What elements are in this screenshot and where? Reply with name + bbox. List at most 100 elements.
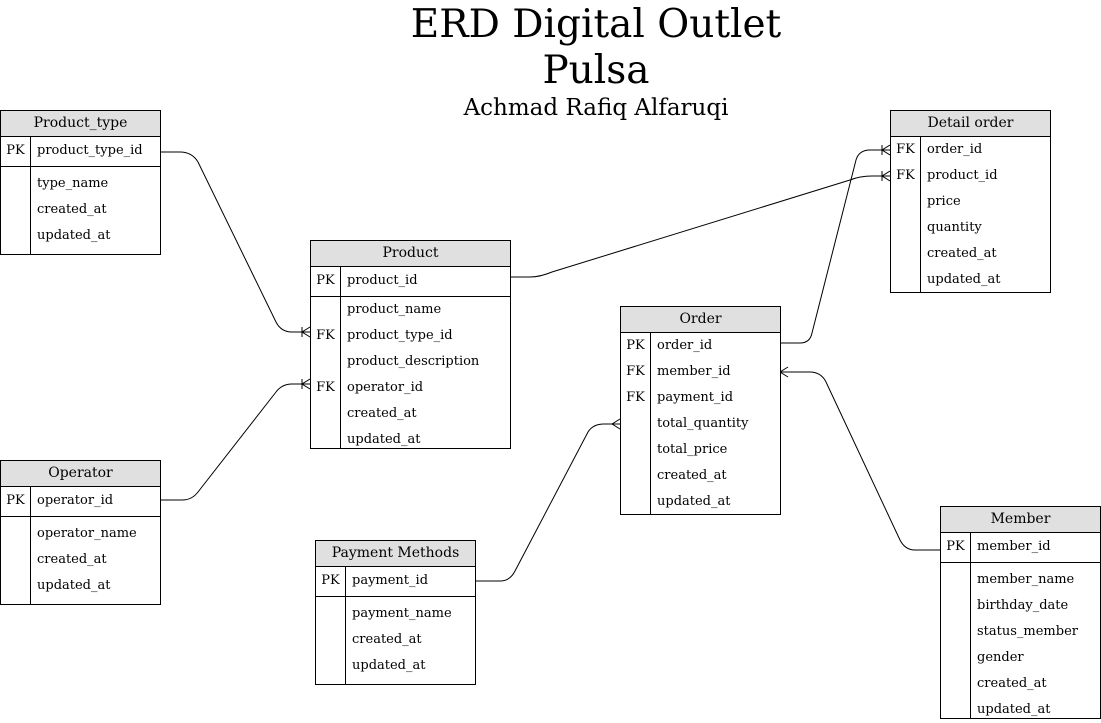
field-key: PK [316, 273, 335, 288]
field-row: updated_at [621, 489, 780, 515]
field-name: price [927, 194, 961, 209]
field-row: PK product_id [311, 267, 510, 297]
entity-member[interactable]: Member PK member_id member_name birthday… [940, 506, 1101, 719]
field-key: FK [316, 328, 335, 343]
field-row: quantity [891, 215, 1050, 241]
field-name: member_name [977, 572, 1075, 587]
relation-product-detail-order [510, 175, 890, 278]
field-name: operator_name [37, 526, 137, 541]
entity-detail-order[interactable]: Detail order FK order_id FK product_id p… [890, 110, 1051, 293]
diagram-title-block: ERD Digital Outlet Pulsa Achmad Rafiq Al… [346, 2, 846, 122]
diagram-title-line-2: Pulsa [542, 48, 650, 93]
field-name: member_id [977, 539, 1051, 554]
field-row: payment_name [316, 601, 475, 627]
field-row: PK member_id [941, 533, 1100, 563]
field-row: PK operator_id [1, 487, 160, 517]
field-row: PK payment_id [316, 567, 475, 597]
relation-member-order [780, 371, 940, 551]
field-name: total_quantity [657, 416, 749, 431]
field-row: FK product_id [891, 163, 1050, 189]
relation-operator-product [160, 383, 310, 501]
field-row: FK order_id [891, 137, 1050, 163]
field-row: status_member [941, 619, 1100, 645]
field-name: created_at [37, 552, 107, 567]
field-key: PK [626, 338, 645, 353]
field-name: updated_at [352, 658, 426, 673]
field-row: updated_at [316, 653, 475, 679]
field-row: created_at [1, 197, 160, 223]
relation-payment-order [475, 423, 620, 582]
field-name: updated_at [37, 228, 111, 243]
entity-title: Product_type [1, 111, 160, 137]
field-name: updated_at [977, 702, 1051, 717]
entity-product-type[interactable]: Product_type PK product_type_id type_nam… [0, 110, 161, 255]
field-row: FK operator_id [311, 375, 510, 401]
field-name: created_at [347, 406, 417, 421]
field-row: operator_name [1, 521, 160, 547]
crowsfoot-product-type-id [301, 326, 311, 338]
crowsfoot-operator-id [301, 378, 311, 390]
field-name: payment_id [657, 390, 734, 405]
relation-product-type-product [160, 151, 310, 333]
field-name: payment_name [352, 606, 452, 621]
field-row: FK payment_id [621, 385, 780, 411]
field-key: PK [6, 143, 25, 158]
field-name: updated_at [347, 432, 421, 447]
field-key: FK [626, 390, 645, 405]
field-row: gender [941, 645, 1100, 671]
field-name: product_description [347, 354, 480, 369]
field-name: product_id [927, 168, 998, 183]
field-row: created_at [316, 627, 475, 653]
field-row: created_at [621, 463, 780, 489]
field-name: created_at [657, 468, 727, 483]
field-row: member_name [941, 567, 1100, 593]
entity-title: Member [941, 507, 1100, 533]
field-name: updated_at [37, 578, 111, 593]
field-key: FK [896, 142, 915, 157]
field-key: FK [316, 380, 335, 395]
field-name: type_name [37, 176, 109, 191]
field-row: FK member_id [621, 359, 780, 385]
field-name: product_name [347, 302, 442, 317]
field-row: total_quantity [621, 411, 780, 437]
field-name: operator_id [347, 380, 424, 395]
field-row: created_at [891, 241, 1050, 267]
field-key: FK [626, 364, 645, 379]
field-row: birthday_date [941, 593, 1100, 619]
field-name: order_id [657, 338, 713, 353]
field-row: updated_at [1, 573, 160, 599]
field-name: created_at [37, 202, 107, 217]
field-name: member_id [657, 364, 731, 379]
crowsfoot-detail-order-id [881, 144, 891, 156]
field-row: created_at [1, 547, 160, 573]
field-row: price [891, 189, 1050, 215]
entity-title: Payment Methods [316, 541, 475, 567]
entity-title: Product [311, 241, 510, 267]
field-row: updated_at [1, 223, 160, 249]
entity-payment-methods[interactable]: Payment Methods PK payment_id payment_na… [315, 540, 476, 685]
entity-order[interactable]: Order PK order_id FK member_id FK paymen… [620, 306, 781, 515]
field-row: type_name [1, 171, 160, 197]
entity-operator[interactable]: Operator PK operator_id operator_name cr… [0, 460, 161, 605]
field-name: order_id [927, 142, 983, 157]
field-row: updated_at [941, 697, 1100, 723]
field-name: quantity [927, 220, 982, 235]
entity-title: Detail order [891, 111, 1050, 137]
field-row: updated_at [311, 427, 510, 453]
field-key: FK [896, 168, 915, 183]
field-row: FK product_type_id [311, 323, 510, 349]
field-key: PK [946, 539, 965, 554]
field-name: product_type_id [37, 143, 143, 158]
relation-order-detail-order [780, 149, 890, 344]
field-name: created_at [352, 632, 422, 647]
diagram-title-line-1: ERD Digital Outlet [410, 2, 782, 47]
field-name: product_id [347, 273, 418, 288]
field-row: PK product_type_id [1, 137, 160, 167]
field-key: PK [321, 573, 340, 588]
field-name: payment_id [352, 573, 429, 588]
entity-product[interactable]: Product PK product_id product_name FK pr… [310, 240, 511, 449]
crowsfoot-detail-product-id [881, 170, 891, 182]
field-row: product_description [311, 349, 510, 375]
field-row: total_price [621, 437, 780, 463]
